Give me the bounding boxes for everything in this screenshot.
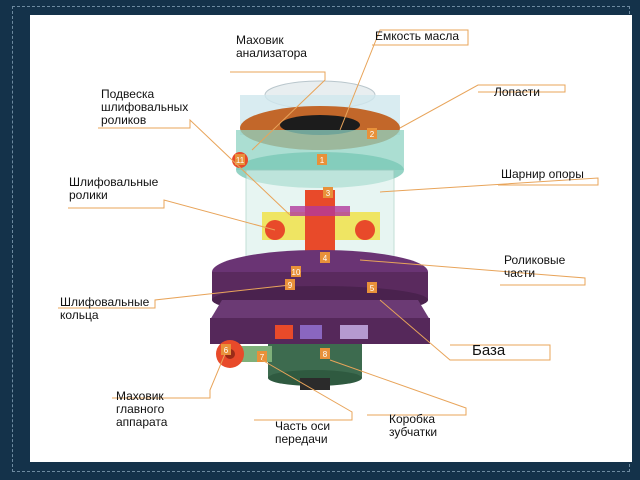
label-support-hinge: Шарнир опоры <box>501 167 584 181</box>
roller-suspension-arm <box>290 206 350 216</box>
callout-grinding-rollers <box>68 199 276 231</box>
label-main-flywheel: Маховик главного аппарата <box>116 389 168 429</box>
label-base: База <box>472 342 506 359</box>
part-tag-number-6: 6 <box>224 346 229 355</box>
callout-gearbox <box>329 359 467 416</box>
base-top <box>210 300 430 320</box>
base-window-right <box>340 325 368 339</box>
gearbox-foot <box>300 378 330 390</box>
part-tag-number-3: 3 <box>326 189 331 198</box>
callout-support-hinge <box>379 177 599 193</box>
part-tag-number-1: 1 <box>320 156 325 165</box>
part-tag-1 <box>317 154 327 165</box>
label-roller-parts: Роликовые части <box>504 253 566 280</box>
label-blades: Лопасти <box>494 85 540 99</box>
part-number-tags: 1 2 3 4 5 6 7 8 9 10 11 <box>221 128 377 362</box>
label-flywheel-analyzer: Маховик анализатора <box>236 33 307 60</box>
callout-flywheel-analyzer <box>230 71 326 151</box>
part-tag-11 <box>235 154 245 165</box>
base-window-left <box>275 325 293 339</box>
part-tag-number-7: 7 <box>260 353 265 362</box>
part-tag-7 <box>257 351 267 362</box>
part-tag-5 <box>367 282 377 293</box>
part-tag-10 <box>291 266 301 277</box>
label-grinding-rollers: Шлифовальные ролики <box>69 175 159 202</box>
part-tag-number-10: 10 <box>292 268 301 277</box>
label-grinding-rings: Шлифовальные кольца <box>60 295 150 322</box>
base-window-mid <box>300 325 322 339</box>
callout-roller-suspension <box>98 118 291 216</box>
part-tag-8 <box>320 348 330 359</box>
grinding-roller-right <box>355 220 375 240</box>
part-tag-number-4: 4 <box>323 254 328 263</box>
callout-base <box>379 299 551 361</box>
label-oil-tank: Емкость масла <box>375 29 459 43</box>
callout-roller-parts <box>359 259 586 286</box>
part-tag-number-5: 5 <box>370 284 375 293</box>
label-drive-shaft: Часть оси передачи <box>275 419 331 446</box>
part-tag-number-9: 9 <box>288 281 293 290</box>
callout-drive-shaft <box>254 359 353 421</box>
callout-main-flywheel <box>112 353 226 399</box>
part-tag-number-11: 11 <box>236 156 245 165</box>
callout-oil-tank <box>339 29 469 131</box>
callout-blades <box>399 84 566 129</box>
label-roller-suspension: Подвеска шлифовальных роликов <box>101 87 189 127</box>
callout-grinding-rings <box>58 284 291 309</box>
callout-lines <box>58 29 599 421</box>
part-tag-number-2: 2 <box>370 130 375 139</box>
part-tag-3 <box>323 187 333 198</box>
part-tag-number-8: 8 <box>323 350 328 359</box>
part-tag-4 <box>320 252 330 263</box>
part-tag-9 <box>285 279 295 290</box>
part-tag-6 <box>221 344 231 355</box>
part-tag-2 <box>367 128 377 139</box>
label-gearbox: Коробка зубчатки <box>389 412 438 439</box>
